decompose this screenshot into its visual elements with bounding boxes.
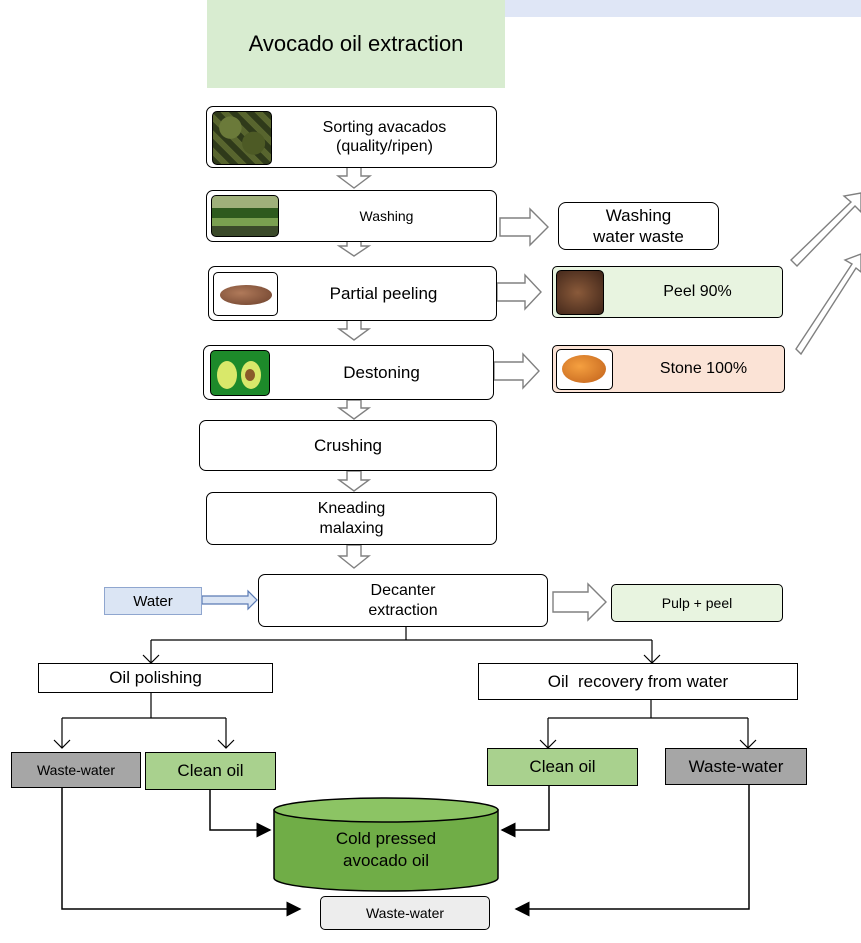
stone-image	[556, 349, 613, 390]
output-clean-oil-left: Clean oil	[145, 752, 276, 790]
down-arrow	[337, 544, 371, 569]
right-arrow	[552, 582, 607, 622]
step-peeling: Partial peeling	[208, 266, 497, 321]
diagonal-arrow	[790, 192, 861, 267]
right-arrow	[499, 207, 549, 247]
oil-recovery-label: Oil recovery from water	[547, 671, 729, 691]
down-arrow	[336, 399, 372, 420]
water-arrow	[201, 589, 258, 611]
branch-oil-recovery: Oil recovery from water	[478, 663, 798, 700]
down-arrow	[336, 470, 372, 492]
output-clean-oil-right: Clean oil	[487, 748, 638, 786]
down-arrow	[336, 240, 372, 257]
peel-image	[556, 270, 604, 315]
peel-label: Peel 90%	[663, 283, 732, 300]
output-waste-water-final: Waste-water	[320, 896, 490, 930]
tank-shape	[273, 797, 499, 892]
right-arrow	[493, 352, 540, 390]
byproduct-stone: Stone 100%	[552, 345, 785, 393]
oil-polishing-label: Oil polishing	[109, 668, 202, 687]
byproduct-washing-water: Washing water waste	[558, 202, 719, 250]
down-arrow	[335, 166, 373, 189]
avocado-peel-image	[213, 272, 278, 316]
output-waste-water-right: Waste-water	[665, 748, 807, 785]
cold-pressed-label: Cold pressed avocado oil	[335, 829, 437, 870]
waste-water-right-label: Waste-water	[688, 756, 784, 776]
step-kneading-label: Kneading malaxing	[317, 499, 386, 537]
step-peeling-label: Partial peeling	[329, 284, 438, 303]
output-waste-water-left: Waste-water	[11, 752, 141, 788]
step-destoning-label: Destoning	[343, 363, 420, 382]
top-banner	[462, 0, 861, 17]
stone-label: Stone 100%	[659, 360, 748, 377]
byproduct-pulp-peel: Pulp + peel	[611, 584, 783, 622]
clean-oil-right-label: Clean oil	[529, 757, 596, 776]
waste-water-final-label: Waste-water	[365, 905, 445, 921]
cold-pressed-tank: Cold pressed avocado oil	[272, 796, 500, 894]
branch-oil-polishing: Oil polishing	[38, 663, 273, 693]
step-crushing-label: Crushing	[313, 436, 383, 455]
washing-avocados-image	[211, 195, 279, 237]
step-sorting-label: Sorting avacados (quality/ripen)	[322, 119, 447, 155]
step-decanter: Decanter extraction	[258, 574, 548, 627]
step-washing: Washing	[206, 190, 497, 242]
byproduct-peel: Peel 90%	[552, 266, 783, 318]
clean-oil-left-label: Clean oil	[177, 761, 244, 780]
avocado-halves-image	[210, 350, 270, 396]
water-input: Water	[104, 587, 202, 615]
pulp-peel-label: Pulp + peel	[661, 595, 733, 611]
step-decanter-label: Decanter extraction	[368, 581, 438, 619]
diagram-title: Avocado oil extraction	[207, 0, 505, 88]
step-kneading: Kneading malaxing	[206, 492, 497, 545]
diagonal-arrow	[795, 253, 861, 356]
avocado-pile-image	[212, 111, 272, 165]
step-sorting: Sorting avacados (quality/ripen)	[206, 106, 497, 168]
right-arrow	[496, 273, 542, 311]
step-crushing: Crushing	[199, 420, 497, 471]
step-destoning: Destoning	[203, 345, 494, 400]
down-arrow	[336, 319, 372, 341]
washing-water-label: Washing water waste	[593, 206, 684, 246]
water-label: Water	[133, 592, 173, 610]
waste-water-left-label: Waste-water	[36, 762, 116, 778]
step-washing-label: Washing	[359, 207, 414, 224]
